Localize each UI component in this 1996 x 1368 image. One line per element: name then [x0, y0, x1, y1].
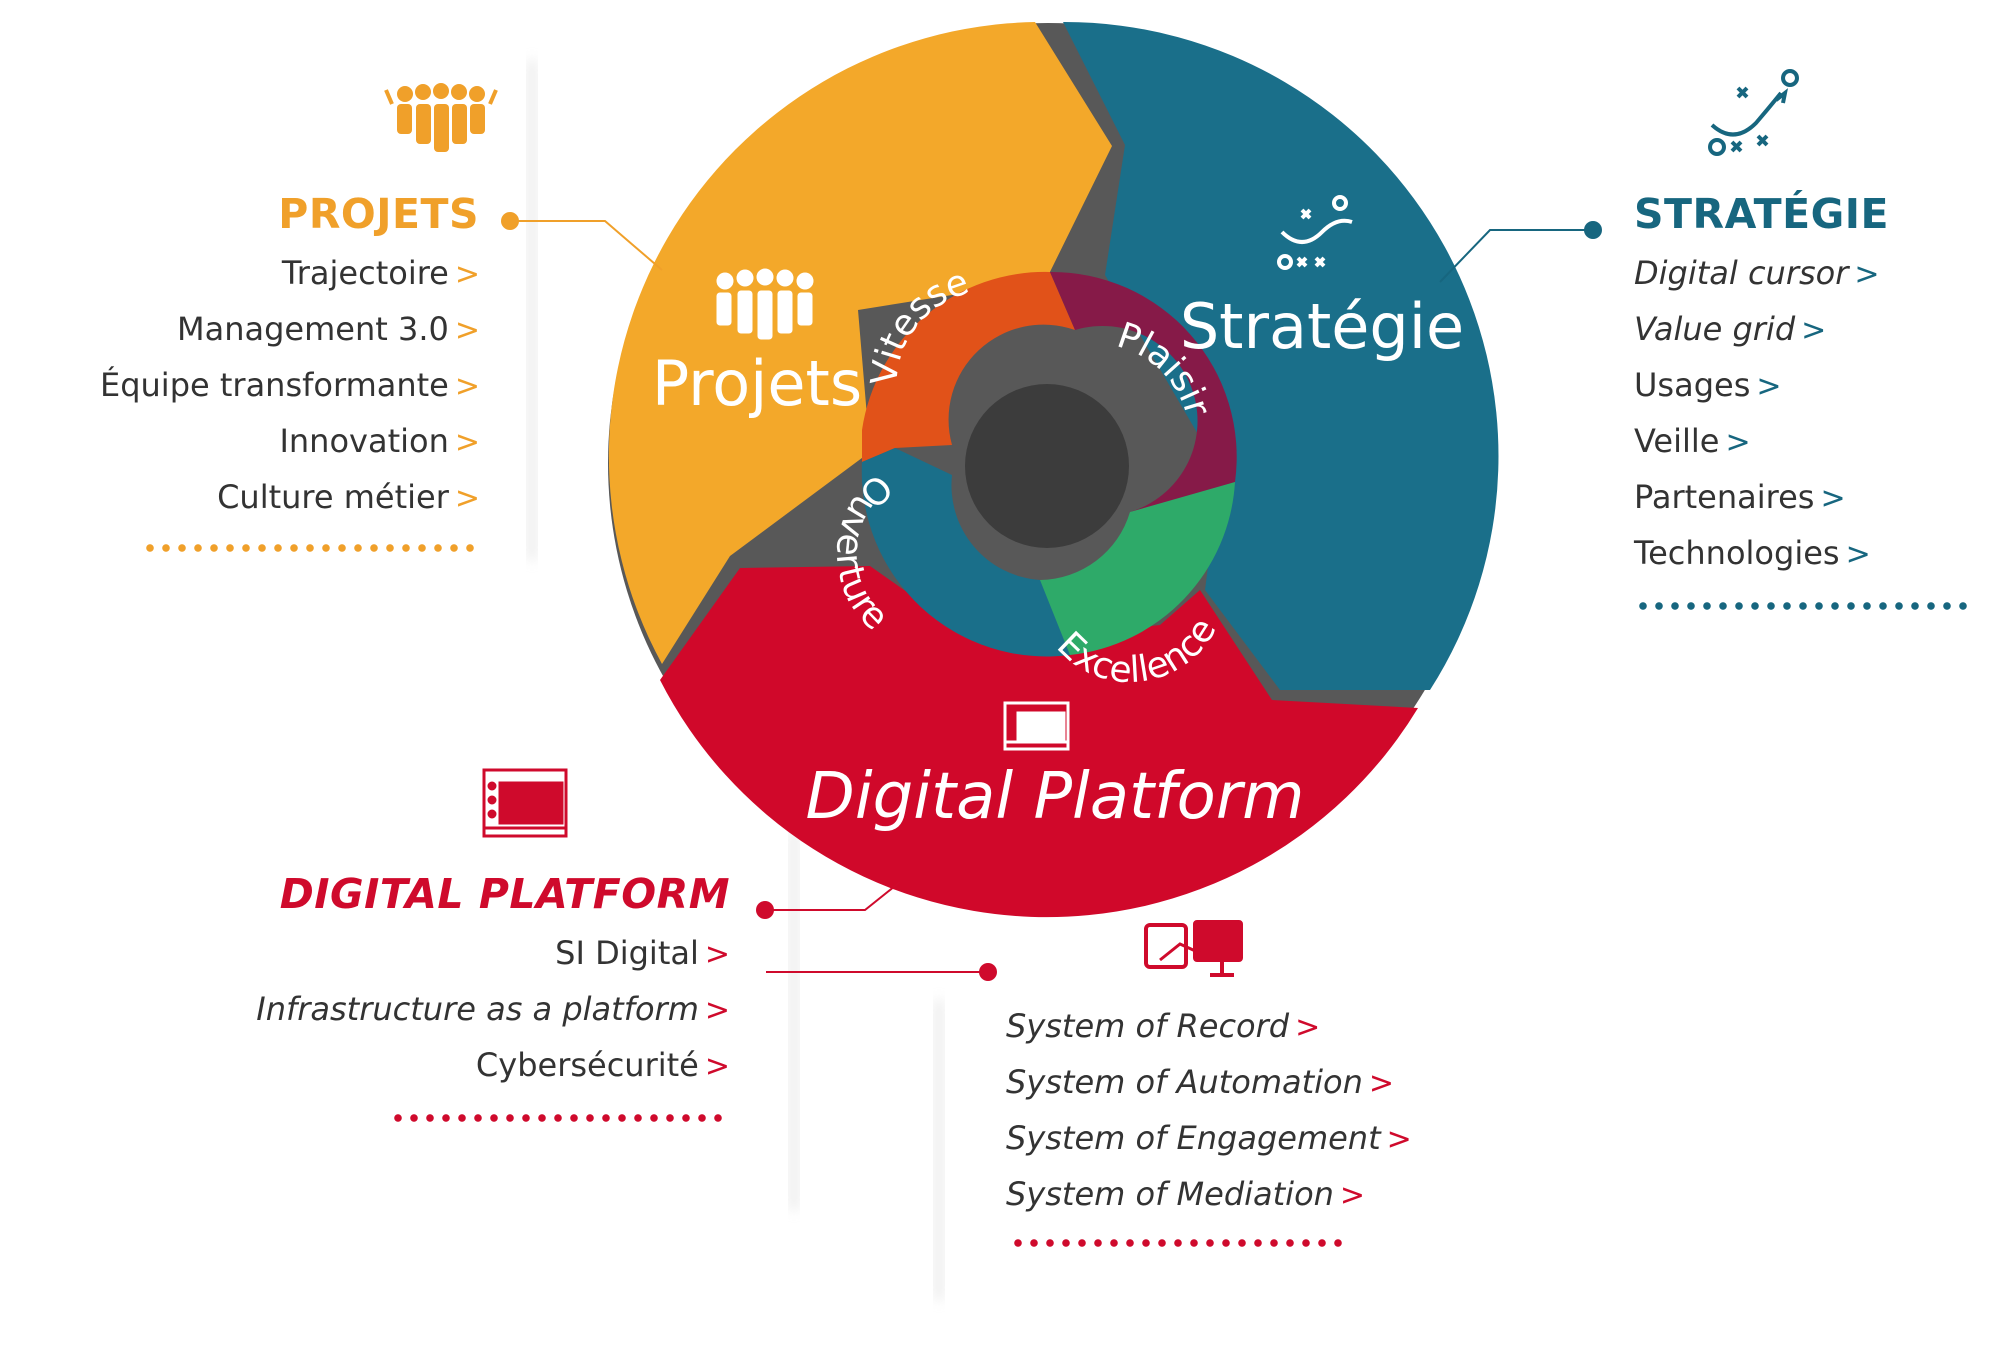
chevron-right-icon: >	[1756, 369, 1782, 404]
device-sync-icon	[1144, 920, 1243, 977]
panel-systems: System of Record> System of Automation> …	[1006, 993, 1506, 1247]
sector-strategie[interactable]	[1063, 21, 1499, 691]
chevron-right-icon: >	[1725, 425, 1751, 460]
connector-strategie	[1439, 221, 1602, 283]
sector-projets[interactable]	[608, 22, 1112, 664]
chevron-right-icon: >	[1295, 1010, 1321, 1045]
list-item[interactable]: Digital cursor>	[1634, 254, 1880, 292]
center-hub	[965, 384, 1129, 548]
chevron-right-icon: >	[454, 257, 480, 292]
dotted-divider	[142, 544, 478, 552]
connector-projets	[501, 212, 663, 271]
panel-projets: PROJETS Trajectoire> Management 3.0> Équ…	[0, 188, 480, 552]
chevron-right-icon: >	[704, 993, 730, 1028]
chevron-right-icon: >	[454, 481, 480, 516]
list-item[interactable]: Infrastructure as a platform>	[256, 990, 730, 1028]
panel-strategie: STRATÉGIE Digital cursor> Value grid> Us…	[1634, 188, 1994, 610]
strategy-playbook-icon	[1708, 69, 1799, 156]
chevron-right-icon: >	[704, 1049, 730, 1084]
list-item[interactable]: Cybersécurité>	[475, 1046, 730, 1084]
chevron-right-icon: >	[1339, 1178, 1366, 1213]
team-icon	[715, 267, 815, 341]
connector-digital	[756, 881, 901, 919]
label-strategie: Stratégie	[1180, 290, 1464, 363]
chevron-right-icon: >	[1801, 313, 1827, 348]
connector-systems	[766, 963, 997, 981]
list-item[interactable]: Partenaires>	[1634, 478, 1846, 516]
projets-list: Trajectoire> Management 3.0> Équipe tran…	[0, 246, 480, 526]
list-item[interactable]: Trajectoire>	[281, 254, 480, 292]
inner-ouverture[interactable]	[861, 448, 1070, 657]
list-item[interactable]: Innovation>	[279, 422, 480, 460]
chevron-right-icon: >	[1854, 257, 1880, 292]
inner-excellence[interactable]	[1020, 482, 1235, 655]
list-item[interactable]: SI Digital>	[555, 934, 730, 972]
strategie-title: STRATÉGIE	[1634, 190, 1890, 238]
chevron-right-icon: >	[454, 313, 480, 348]
list-item[interactable]: Management 3.0>	[177, 310, 480, 348]
digital-platform-title: DIGITAL PLATFORM	[279, 870, 730, 918]
browser-window-icon	[482, 768, 568, 838]
dotted-divider	[1635, 602, 1971, 610]
chevron-right-icon: >	[704, 937, 730, 972]
panel-digital-platform: DIGITAL PLATFORM SI Digital> Infrastruct…	[0, 868, 730, 1122]
list-item[interactable]: Culture métier>	[217, 478, 480, 516]
list-item[interactable]: System of Engagement>	[1006, 1119, 1412, 1157]
label-projets: Projets	[652, 347, 862, 420]
chevron-right-icon: >	[1845, 537, 1871, 572]
chevron-right-icon: >	[454, 425, 480, 460]
list-item[interactable]: Value grid>	[1634, 310, 1827, 348]
strategie-list: Digital cursor> Value grid> Usages> Veil…	[1634, 246, 1994, 582]
browser-window-icon	[1003, 701, 1070, 751]
systems-list: System of Record> System of Automation> …	[1006, 999, 1506, 1223]
label-digital-platform: Digital Platform	[806, 760, 1305, 834]
list-item[interactable]: Technologies>	[1634, 534, 1871, 572]
digital-platform-list: SI Digital> Infrastructure as a platform…	[0, 926, 730, 1094]
list-item[interactable]: Usages>	[1634, 366, 1782, 404]
list-item[interactable]: Veille>	[1634, 422, 1751, 460]
dotted-divider	[390, 1114, 726, 1122]
chevron-right-icon: >	[1820, 481, 1846, 516]
team-icon	[384, 83, 498, 152]
strategy-playbook-icon	[1277, 195, 1353, 270]
chevron-right-icon: >	[1386, 1122, 1412, 1157]
dotted-divider	[1010, 1239, 1346, 1247]
list-item[interactable]: Équipe transformante>	[99, 366, 480, 404]
list-item[interactable]: System of Mediation>	[1006, 1175, 1366, 1213]
chevron-right-icon: >	[1368, 1066, 1395, 1101]
list-item[interactable]: System of Record>	[1006, 1007, 1321, 1045]
chevron-right-icon: >	[454, 369, 480, 404]
list-item[interactable]: System of Automation>	[1006, 1063, 1395, 1101]
inner-vitesse[interactable]	[862, 271, 1075, 462]
projets-title: PROJETS	[278, 190, 479, 238]
